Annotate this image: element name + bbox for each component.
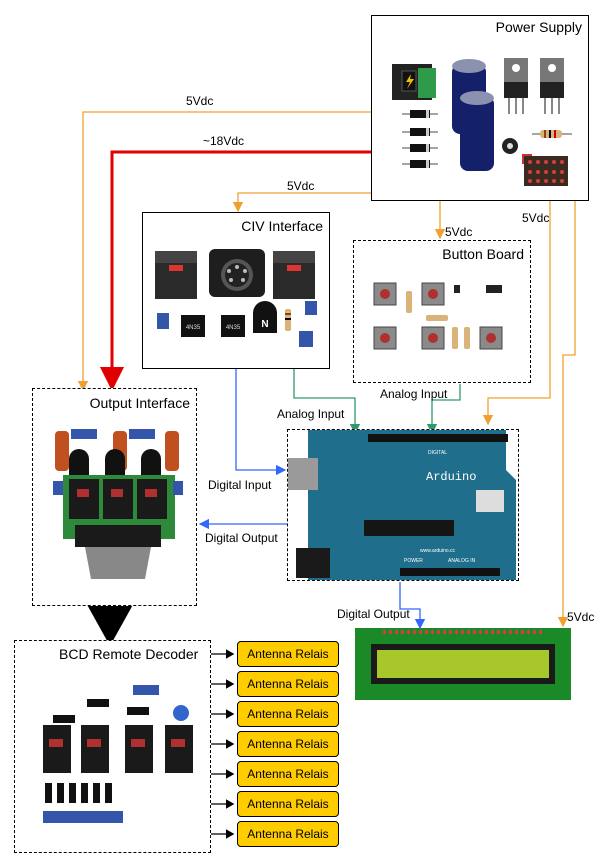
button-board-block: Button Board (353, 240, 531, 383)
ic-label-a: 4N35 (186, 325, 201, 331)
arduino-digital-label: DIGITAL (428, 450, 447, 456)
label-18vdc: ~18Vdc (203, 134, 245, 148)
db9-connector-icon (75, 525, 161, 579)
label-5vdc-lcd: 5Vdc (567, 610, 595, 624)
microcontroller-icon (364, 520, 454, 536)
digital-header-icon (368, 434, 508, 442)
dc-jack-icon (392, 64, 436, 100)
label-digital-output-left: Digital Output (205, 531, 278, 545)
voltage-regulator-icon (504, 58, 564, 114)
bcd-decoder-title: BCD Remote Decoder (59, 646, 199, 662)
output-interface-title: Output Interface (89, 395, 190, 411)
label-analog-input-civ: Analog Input (277, 407, 345, 421)
power-supply-components (392, 58, 572, 186)
terminal-block-icon (133, 685, 159, 695)
optocoupler-icon: 4N35 4N35 (181, 315, 245, 337)
transistor-icon (69, 449, 161, 475)
transistor-icon: N (253, 301, 277, 333)
antenna-relay-2: Antenna Relais (237, 671, 339, 697)
label-5vdc-output: 5Vdc (186, 94, 214, 108)
terminal-block-icon (157, 301, 317, 347)
diode-icon (402, 110, 438, 168)
label-5vdc-civ: 5Vdc (287, 179, 315, 193)
power-supply-block: Power Supply (371, 15, 589, 201)
antenna-relay-4: Antenna Relais (237, 731, 339, 757)
transistor-mark: N (261, 319, 268, 330)
relay-icon (43, 725, 193, 773)
analog-header-icon (400, 568, 500, 576)
usb-connector-icon (288, 458, 318, 490)
power-supply-title: Power Supply (495, 19, 582, 35)
pin-header-icon (524, 156, 568, 186)
arduino-power-label: POWER (404, 558, 423, 564)
arduino-board: Arduino DIGITAL www.arduino.cc POWER ANA… (287, 429, 519, 581)
arduino-url: www.arduino.cc (420, 548, 456, 554)
wire-5v-lcd (557, 200, 576, 628)
wire-digital-input (235, 369, 287, 476)
capacitor-icon (452, 59, 494, 171)
lcd-screen (377, 650, 549, 678)
arduino-components: Arduino DIGITAL www.arduino.cc POWER ANA… (288, 430, 516, 580)
button-board-title: Button Board (442, 246, 524, 262)
audio-jack-icon (155, 251, 315, 299)
label-analog-input-button: Analog Input (380, 387, 448, 401)
wire-analog-civ (293, 369, 361, 435)
output-interface-block: Output Interface (32, 388, 197, 606)
lcd-display (355, 628, 571, 700)
wire-analog-button (426, 384, 461, 435)
wire-5v-output (77, 111, 372, 392)
label-digital-output-lcd: Digital Output (337, 607, 410, 621)
antenna-relay-1: Antenna Relais (237, 641, 339, 667)
wire-5v-civ (232, 192, 372, 213)
antenna-relay-6: Antenna Relais (237, 791, 339, 817)
resistor-icon (406, 291, 470, 349)
ic-label-b: 4N35 (226, 325, 241, 331)
arduino-logo: Arduino (426, 470, 476, 484)
output-interface-components (53, 429, 183, 579)
antenna-relay-5: Antenna Relais (237, 761, 339, 787)
wire-18v (100, 150, 372, 391)
label-5vdc-button: 5Vdc (445, 225, 473, 239)
wire-5v-arduino (482, 200, 551, 426)
terminal-block-icon (71, 429, 155, 439)
antenna-relay-3: Antenna Relais (237, 701, 339, 727)
bcd-decoder-block: BCD Remote Decoder (14, 640, 211, 853)
resistor-icon (285, 309, 291, 331)
label-digital-input: Digital Input (208, 478, 272, 492)
relay-icon (69, 479, 167, 519)
terminal-strip-icon (43, 811, 123, 823)
din-socket-icon (209, 249, 265, 297)
relay-coil-icon (55, 431, 179, 471)
bcd-decoder-components (43, 685, 193, 823)
civ-interface-title: CIV Interface (241, 218, 323, 234)
lcd-pin-header (383, 630, 543, 634)
wire-digital-output-lcd (399, 582, 426, 630)
diode-icon (53, 699, 149, 723)
connector-icon (454, 285, 502, 293)
arduino-analog-label: ANALOG IN (448, 558, 476, 564)
pushbutton-cap (380, 289, 496, 343)
capacitor-icon (173, 705, 189, 721)
civ-components: 4N35 4N35 N (155, 249, 317, 347)
button-board-components (373, 282, 503, 350)
screw-terminal-icon (53, 481, 63, 495)
power-jack-icon (296, 548, 330, 578)
label-5vdc-arduino: 5Vdc (522, 211, 550, 225)
diode-array-icon (45, 783, 112, 803)
antenna-relay-7: Antenna Relais (237, 821, 339, 847)
reset-button-icon (476, 490, 504, 512)
relay-arrows (210, 649, 235, 839)
resistor-icon (532, 130, 572, 138)
civ-interface-block: CIV Interface 4N35 4N35 N (142, 212, 330, 369)
